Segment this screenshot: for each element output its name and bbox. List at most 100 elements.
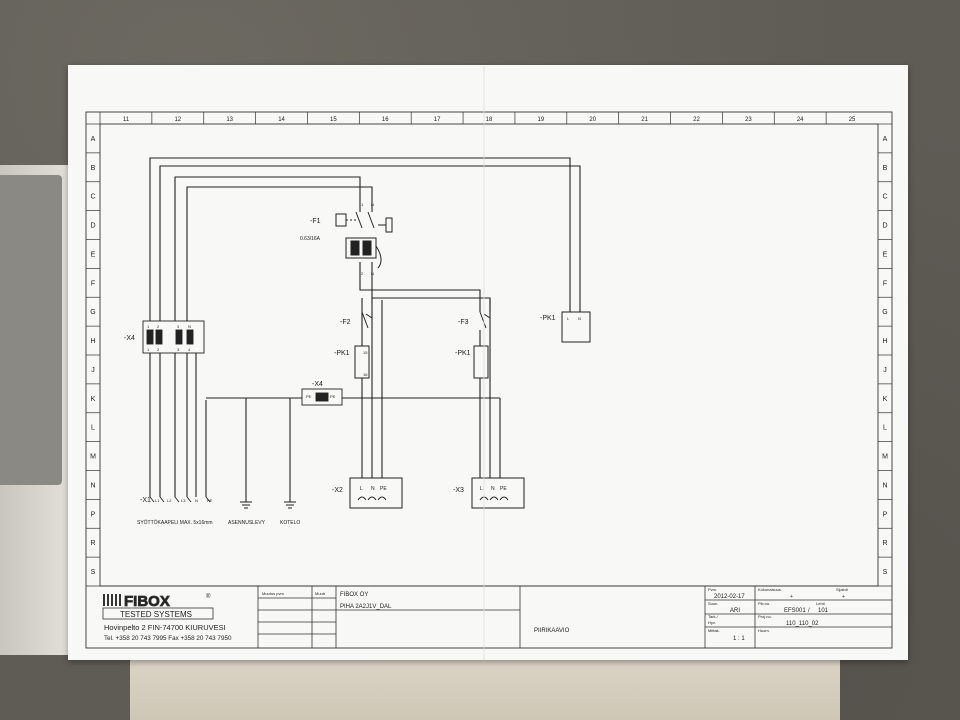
pvm-value: 2012-02-17 (714, 594, 745, 600)
terminal-x4-pe (301, 388, 343, 406)
col-label: 14 (278, 117, 285, 123)
row-label-right: M (882, 454, 888, 461)
x4-bot-2: 2 (157, 347, 160, 352)
row-label-left: P (91, 511, 96, 518)
slash: / (808, 608, 810, 614)
col-label: 17 (434, 117, 441, 123)
x2-term-l: L (360, 486, 363, 492)
x3-term-n: N (491, 486, 495, 492)
ground-symbols (240, 501, 296, 509)
drawing-type: PIIRIKAAVIO (534, 628, 570, 634)
row-label-left: H (90, 338, 95, 345)
f3-label: -F3 (458, 319, 469, 326)
row-label-left: K (91, 396, 96, 403)
f1-term-2: 2 (361, 271, 364, 276)
col-label: 20 (589, 117, 596, 123)
col-label: 13 (226, 117, 233, 123)
x2-term-n: N (371, 486, 375, 492)
row-label-left: J (91, 367, 95, 374)
col-label: 19 (538, 117, 545, 123)
pk1-coil-main (561, 311, 591, 343)
suun-value: ARI (730, 608, 740, 614)
row-label-right: G (882, 309, 887, 316)
row-label-right: K (883, 396, 888, 403)
x3-label: -X3 (453, 487, 464, 494)
col-label: 18 (486, 117, 493, 123)
row-label-left: G (90, 309, 95, 316)
row-label-right: E (883, 251, 888, 258)
tark-label: Tark./ (708, 614, 719, 619)
piir-label: Piir.no. (758, 601, 770, 606)
pvm-label: Pvm. (708, 587, 717, 592)
terminal-block-x4 (142, 320, 205, 354)
row-label-right: A (883, 136, 888, 143)
lehti-label: Lehti (816, 601, 825, 606)
row-label-right: F (883, 280, 887, 287)
f1-term-n: N (371, 202, 374, 207)
lehti-value: 101 (818, 608, 829, 614)
svg-text:®: ® (206, 593, 211, 600)
piir-value: EFS001 (784, 608, 806, 614)
mitt-label: Mittak. (708, 628, 720, 633)
f1-term-1: 1 (361, 202, 364, 207)
breaker-f1 (335, 211, 393, 269)
row-label-right: P (883, 511, 888, 518)
fibox-logo: FIBOX ® TESTED SYSTEMS (102, 593, 214, 620)
socket-x3 (471, 477, 525, 509)
x2-label: -X2 (332, 487, 343, 494)
x1-term-n: N (195, 498, 198, 503)
x1-label: -X1 (140, 497, 151, 504)
enclosure-box-inner (0, 175, 62, 485)
x1-term-pe: PE (207, 498, 213, 503)
x1-term-l2: L2 (167, 498, 172, 503)
sij-value: + (842, 594, 845, 600)
f1-term-n2: N (371, 271, 374, 276)
company-name: FIBOX OY (340, 592, 368, 598)
phone-line: Tel. +358 20 743 7995 Fax +358 20 743 79… (104, 635, 232, 642)
row-label-left: E (91, 251, 96, 258)
col-label: 25 (849, 117, 856, 123)
hyv-label: Hyv. (708, 620, 716, 625)
x4-label: -X4 (124, 335, 135, 342)
x1-term-l1: L1 (155, 498, 160, 503)
x4-top-3: 3 (177, 324, 180, 329)
row-label-left: C (90, 194, 95, 201)
feed-terminals-x1 (149, 496, 211, 503)
huom-label: Huom. (758, 628, 770, 633)
x4-bot-3: 3 (177, 347, 180, 352)
rev-head-date: Muutos pvm (262, 591, 284, 596)
feed-cable-note: SYÖTTÖKAAPELI MAX. 5x16mm (137, 519, 213, 526)
col-label: 23 (745, 117, 752, 123)
pk1-coil-2 (473, 345, 489, 379)
mounting-plate-label: ASENNUSLEVY (228, 520, 266, 526)
col-label: 21 (641, 117, 648, 123)
row-label-left: S (91, 569, 96, 576)
x4-pe-term-1: PE (306, 394, 312, 399)
svg-text:FIBOX: FIBOX (124, 593, 170, 610)
proj-value: 110_110_02 (786, 621, 819, 627)
row-label-left: A (91, 136, 96, 143)
proj-label: Proj.no. (758, 614, 772, 619)
kok-label: Kokonaisuus (758, 587, 781, 592)
x4-top-n: N (188, 324, 191, 329)
col-label: 12 (174, 117, 181, 123)
socket-x2 (349, 477, 403, 509)
pk1-term-l: L (567, 316, 570, 321)
rev-head-mod: Muutt (315, 591, 326, 596)
x3-term-l: L (480, 486, 483, 492)
kok-value: + (790, 594, 793, 600)
project-name: PIHA 2A2J1V_DAL (340, 604, 392, 610)
mitt-value: 1 : 1 (733, 636, 745, 642)
breaker-f2 (361, 311, 373, 329)
col-label: 24 (797, 117, 804, 123)
x4-bot-4: 4 (188, 347, 191, 352)
x3-term-pe: PE (500, 486, 507, 492)
row-label-right: C (882, 194, 887, 201)
pk1-label-2: -PK1 (455, 350, 471, 357)
x4-bot-1: 1 (147, 347, 150, 352)
row-label-right: B (883, 165, 888, 172)
x4-top-2: 2 (157, 324, 160, 329)
sij-label: Sijainti (836, 587, 848, 592)
row-label-left: R (90, 540, 95, 547)
f1-rating: 0.63/16A (300, 236, 321, 242)
